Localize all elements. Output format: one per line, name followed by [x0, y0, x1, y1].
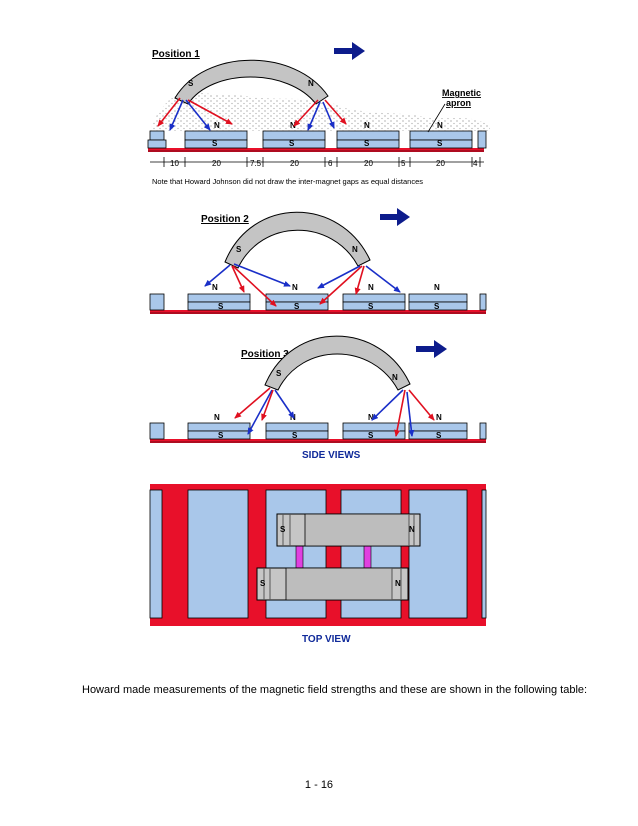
svg-text:S: S	[289, 139, 295, 148]
svg-text:20: 20	[436, 159, 445, 168]
svg-text:4: 4	[473, 159, 478, 168]
arc-pole-s: S	[188, 79, 194, 88]
svg-text:20: 20	[364, 159, 373, 168]
magnet-labels-1: N S N S N S N S	[212, 121, 443, 148]
svg-text:7.5: 7.5	[250, 159, 262, 168]
svg-text:N: N	[436, 413, 442, 422]
svg-text:10: 10	[170, 159, 179, 168]
arc-magnet	[174, 59, 329, 105]
top-view-caption: TOP VIEW	[302, 634, 351, 645]
position-2-label: Position 2	[201, 214, 249, 225]
svg-text:S: S	[434, 302, 440, 311]
field-arrows-3	[234, 387, 435, 437]
svg-text:N: N	[395, 579, 401, 588]
svg-text:S: S	[437, 139, 443, 148]
arc-pole-s: S	[276, 369, 282, 378]
arc-pole-s: S	[236, 245, 242, 254]
top-arc-magnet-upper: S N	[276, 513, 421, 547]
gap-values: 10 20 7.5 20 6 20 5 20 4	[170, 159, 478, 168]
side-view-position-3: Position 3 S N N S N S N S N S	[149, 335, 487, 461]
side-views-caption: SIDE VIEWS	[302, 450, 361, 461]
svg-text:S: S	[218, 302, 224, 311]
magnetic-apron	[148, 148, 484, 152]
svg-text:N: N	[437, 121, 443, 130]
svg-text:S: S	[368, 431, 374, 440]
svg-text:N: N	[368, 413, 374, 422]
svg-text:N: N	[434, 283, 440, 292]
side-view-position-2: Position 2 S N N S N S N S N S	[149, 208, 487, 314]
arc-pole-n: N	[392, 373, 398, 382]
svg-text:N: N	[409, 525, 415, 534]
svg-text:N: N	[212, 283, 218, 292]
svg-text:N: N	[290, 121, 296, 130]
magnetic-apron	[150, 439, 486, 443]
svg-text:S: S	[436, 431, 442, 440]
gap-dimension-line	[150, 157, 484, 167]
arc-magnet	[224, 211, 371, 269]
apron-label-1: Magnetic	[442, 88, 481, 98]
gap-note: Note that Howard Johnson did not draw th…	[152, 177, 423, 186]
top-arc-magnet-lower: S N	[256, 567, 409, 601]
arc-magnet	[264, 335, 411, 391]
svg-text:S: S	[218, 431, 224, 440]
magnet-labels-2: N S N S N S N S	[212, 283, 440, 311]
arc-pole-n: N	[352, 245, 358, 254]
top-view: S N S N TOP VIEW	[149, 484, 487, 645]
svg-text:N: N	[214, 413, 220, 422]
spacer-right	[363, 544, 372, 570]
svg-text:20: 20	[290, 159, 299, 168]
svg-text:S: S	[292, 431, 298, 440]
svg-text:S: S	[368, 302, 374, 311]
svg-text:S: S	[280, 525, 286, 534]
magnet-row-2	[149, 293, 487, 311]
svg-text:S: S	[212, 139, 218, 148]
position-1-label: Position 1	[152, 49, 200, 60]
svg-text:S: S	[364, 139, 370, 148]
position-3-label: Position 3	[241, 349, 289, 360]
spacer-left	[295, 544, 304, 570]
svg-text:S: S	[294, 302, 300, 311]
svg-text:N: N	[292, 283, 298, 292]
svg-text:20: 20	[212, 159, 221, 168]
motion-arrow-icon	[416, 340, 447, 358]
side-view-position-1: Position 1 S N N S N S	[147, 42, 490, 186]
svg-text:N: N	[364, 121, 370, 130]
motion-arrow-icon	[380, 208, 410, 226]
svg-text:N: N	[368, 283, 374, 292]
svg-text:N: N	[214, 121, 220, 130]
svg-text:S: S	[260, 579, 266, 588]
magnet-row-3	[149, 422, 487, 440]
svg-text:5: 5	[401, 159, 406, 168]
page-number: 1 - 16	[304, 779, 334, 791]
apron-label-2: apron	[446, 98, 471, 108]
motion-arrow-icon	[334, 42, 365, 60]
svg-text:6: 6	[328, 159, 333, 168]
magnetic-apron	[150, 310, 486, 314]
field-arrows-1	[157, 97, 347, 131]
magnet-row-1	[147, 130, 487, 149]
body-paragraph: Howard made measurements of the magnetic…	[82, 684, 588, 696]
arc-pole-n: N	[308, 79, 314, 88]
field-arrows-2	[204, 263, 401, 307]
iron-filings	[150, 91, 490, 131]
